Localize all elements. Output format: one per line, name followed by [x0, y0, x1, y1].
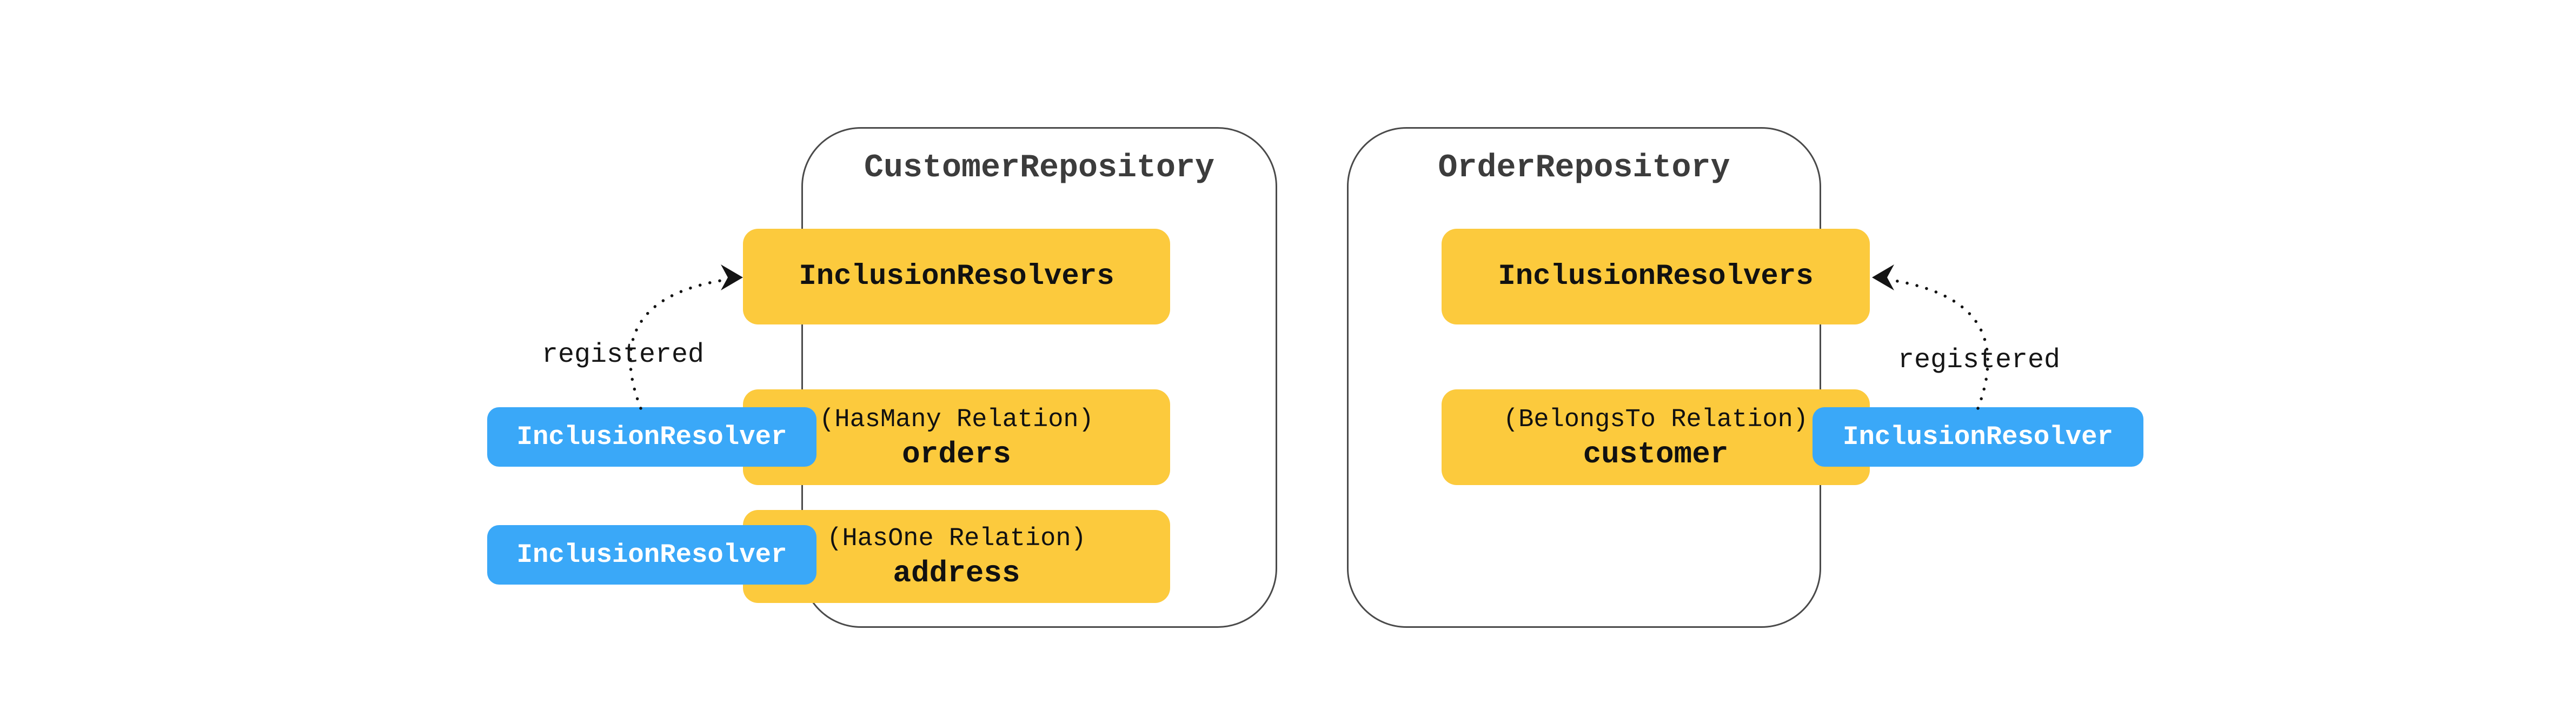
inclusion-resolver-badge-address: InclusionResolver: [487, 525, 816, 585]
badge-label: InclusionResolver: [1843, 422, 2113, 452]
relation-name-label: orders: [902, 436, 1011, 472]
relation-kind-label: (BelongsTo Relation): [1503, 405, 1809, 434]
badge-label: InclusionResolver: [516, 422, 787, 452]
relation-box-customer: (BelongsTo Relation) customer: [1442, 389, 1870, 485]
registered-arrow-right: [1890, 279, 1989, 410]
arrow-head-icon-left: [721, 264, 743, 290]
inclusion-resolvers-label: InclusionResolvers: [1498, 260, 1814, 293]
inclusion-resolver-badge-orders: InclusionResolver: [487, 407, 816, 467]
customer-inclusion-resolvers-box: InclusionResolvers: [743, 229, 1170, 324]
relation-box-orders: (HasMany Relation) orders: [743, 389, 1170, 485]
order-repository-container: OrderRepository: [1347, 127, 1821, 628]
order-repository-title: OrderRepository: [1438, 150, 1730, 187]
relation-name-label: customer: [1583, 436, 1729, 472]
order-inclusion-resolvers-box: InclusionResolvers: [1442, 229, 1870, 324]
relation-name-label: address: [893, 556, 1020, 591]
registered-label-left: registered: [541, 340, 705, 370]
customer-repository-container: CustomerRepository: [801, 127, 1277, 628]
registered-label-right: registered: [1897, 345, 2061, 376]
inclusion-resolver-badge-customer: InclusionResolver: [1813, 407, 2143, 467]
relation-kind-label: (HasOne Relation): [827, 525, 1086, 553]
inclusion-resolvers-label: InclusionResolvers: [799, 260, 1114, 293]
badge-label: InclusionResolver: [516, 540, 787, 570]
arrow-head-icon-right: [1872, 264, 1894, 290]
customer-repository-title: CustomerRepository: [864, 150, 1215, 187]
relation-kind-label: (HasMany Relation): [819, 405, 1094, 434]
